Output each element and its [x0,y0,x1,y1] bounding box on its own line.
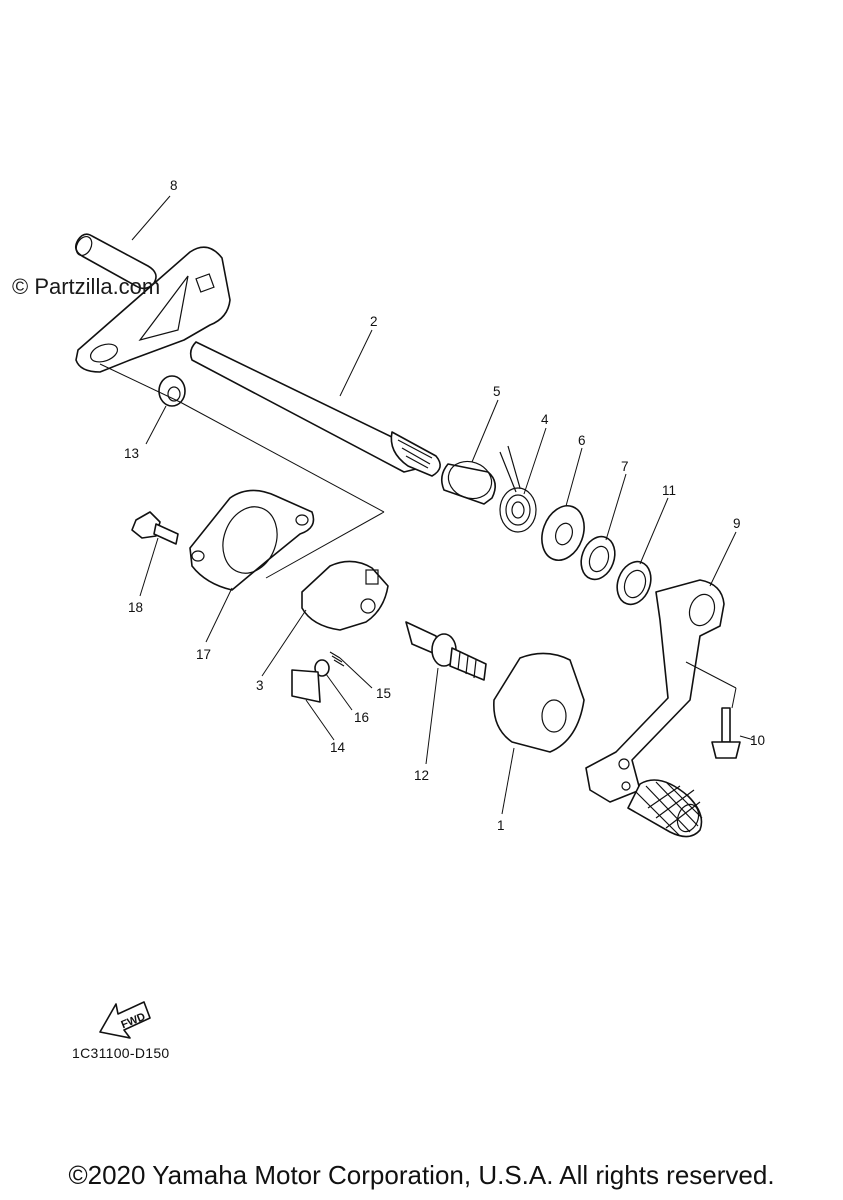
leader-lines [99,195,755,815]
callout-6: 6 [578,433,586,448]
callout-8: 8 [170,178,178,193]
part-14-cover[interactable] [291,669,321,703]
callout-14: 14 [330,740,346,755]
callout-16: 16 [354,710,369,725]
callout-17: 17 [196,647,211,662]
part-13-washer[interactable] [158,375,186,407]
part-4-torsion-spring[interactable] [499,445,537,533]
callout-labels: 1 2 3 4 5 6 7 8 9 10 11 12 13 14 15 16 1… [124,178,765,833]
part-7-oil-seal[interactable] [575,532,620,584]
part-9-shift-pedal[interactable] [585,579,725,838]
part-18-bolt[interactable] [131,511,179,545]
callout-2: 2 [370,314,378,329]
callout-18: 18 [128,600,143,615]
part-11-bearing[interactable] [611,557,656,609]
callout-13: 13 [124,446,139,461]
callout-4: 4 [541,412,549,427]
part-10-bolt[interactable] [711,707,741,759]
part-17-stopper-plate[interactable] [189,489,315,591]
callout-7: 7 [621,459,629,474]
callout-12: 12 [414,768,429,783]
part-8-pin[interactable] [73,233,157,290]
callout-5: 5 [493,384,501,399]
part-6-washer[interactable] [535,500,592,566]
part-1-shift-cam[interactable] [493,652,585,753]
callout-10: 10 [750,733,765,748]
part-12-stud-bolt[interactable] [405,621,487,681]
part-15-spring[interactable] [329,651,345,667]
part-5-collar[interactable] [440,456,497,505]
callout-15: 15 [376,686,391,701]
callout-3: 3 [256,678,264,693]
copyright-notice: ©2020 Yamaha Motor Corporation, U.S.A. A… [68,1160,775,1190]
callout-9: 9 [733,516,741,531]
part-3-segment[interactable] [301,560,389,631]
fwd-arrow-icon: FWD [99,1001,151,1039]
diagram-code: 1C31100-D150 [72,1045,170,1061]
callout-1: 1 [497,818,505,833]
partzilla-watermark: © Partzilla.com [12,274,161,299]
part-2-shift-shaft[interactable] [75,246,441,477]
callout-11: 11 [662,483,676,498]
